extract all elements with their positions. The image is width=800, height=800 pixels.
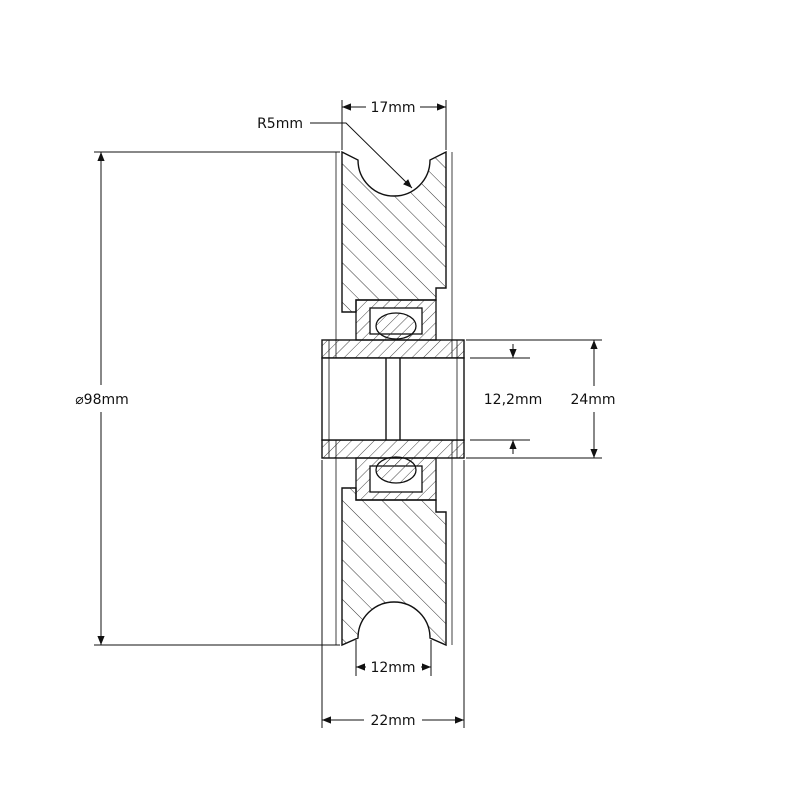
dim-total-width-label: 22mm <box>370 713 415 729</box>
dim-outer-diameter-label: ⌀98mm <box>75 392 129 408</box>
dim-hub-height <box>466 339 602 459</box>
dim-groove-radius-label: R5mm <box>257 116 303 132</box>
hub <box>321 339 465 459</box>
dim-hub-height-label: 24mm <box>570 392 615 408</box>
upper-bearing <box>355 299 437 341</box>
lower-bearing <box>355 456 437 501</box>
dim-bore-label: 12,2mm <box>484 392 542 408</box>
dim-groove-radius <box>310 122 413 189</box>
pulley-body <box>335 150 453 647</box>
dim-groove-width-label: 12mm <box>370 660 415 676</box>
lower-rim-section <box>341 487 447 647</box>
dim-top-width-label: 17mm <box>370 100 415 116</box>
dim-bore <box>470 344 530 454</box>
upper-rim-section <box>341 150 447 313</box>
dim-groove-width <box>355 640 432 676</box>
dim-outer-diameter <box>94 151 340 646</box>
dim-total-width <box>321 460 465 728</box>
dim-top-width <box>341 100 447 150</box>
